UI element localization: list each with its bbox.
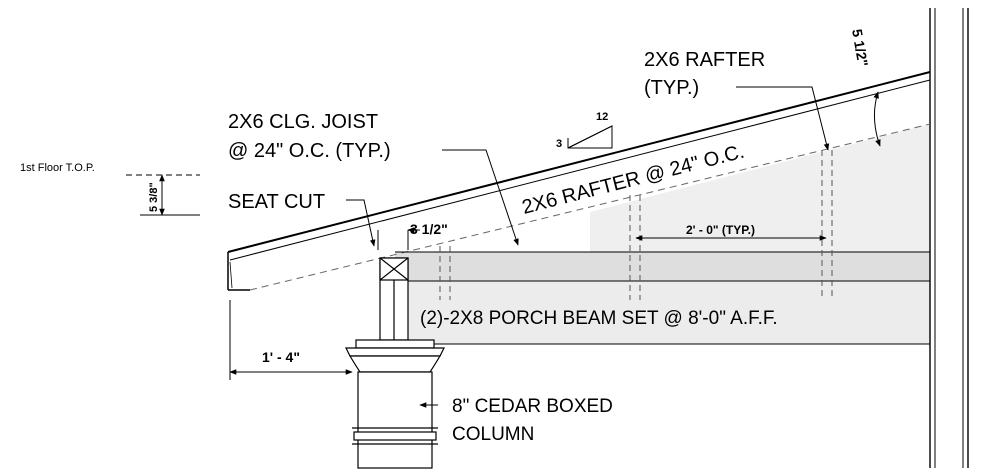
- floor-ref-label: 1st Floor T.O.P.: [20, 162, 95, 174]
- slope-run-label: 12: [596, 111, 608, 123]
- hidden-joists: [439, 150, 833, 300]
- rafter-typ-label-1: 2X6 RAFTER: [644, 49, 765, 71]
- dimension-lines: [126, 91, 881, 380]
- column-label-1: 8" CEDAR BOXED: [452, 396, 613, 417]
- bearing-post: [379, 257, 409, 341]
- column-label-2: COLUMN: [452, 424, 534, 445]
- bearing-width-dim: 3 1/2": [410, 221, 448, 237]
- porch-beam-label: (2)-2X8 PORCH BEAM SET @ 8'-0" A.F.F.: [420, 308, 778, 329]
- slope-triangle: [567, 125, 613, 149]
- slope-rise-label: 3: [556, 138, 562, 150]
- clg-joist-label-2: @ 24" O.C. (TYP.): [228, 140, 391, 162]
- clg-joist-label-1: 2X6 CLG. JOIST: [228, 111, 378, 133]
- porch-beam-top-band: [395, 252, 930, 281]
- rafter-depth-dim: 5 1/2": [849, 28, 871, 68]
- leader-lines: [346, 86, 830, 408]
- rafter: [227, 71, 931, 291]
- wall-lines: [929, 8, 969, 468]
- offset-dim: 5 3/8": [148, 182, 160, 212]
- cedar-column: [345, 339, 445, 469]
- attic-fill: [590, 124, 930, 252]
- rafter-typ-label-2: (TYP.): [644, 77, 699, 99]
- porch-beam-lines: [395, 251, 930, 345]
- overhang-dim: 1' - 4": [262, 349, 300, 365]
- seat-cut-label: SEAT CUT: [228, 191, 325, 213]
- ceiling-joist-hidden-line: [249, 123, 931, 291]
- joist-spacing-dim: 2' - 0" (TYP.): [686, 223, 755, 237]
